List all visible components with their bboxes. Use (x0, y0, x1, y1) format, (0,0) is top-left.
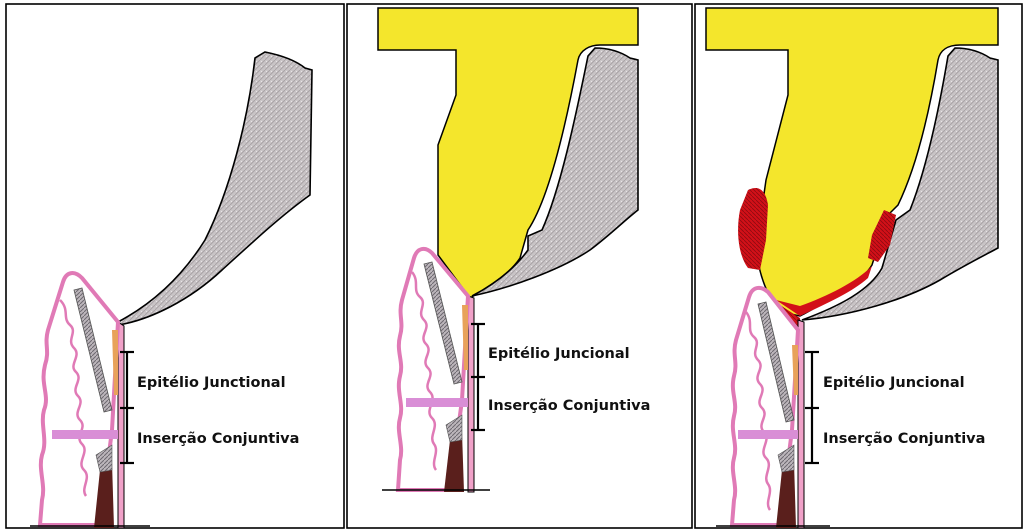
panel-1-label-junctional: Epitélio Junctional (137, 375, 286, 391)
panel-3-connective-band (738, 430, 798, 439)
panel-2-label-connective: Inserção Conjuntiva (488, 398, 650, 414)
panel-2-tooth-root (468, 296, 474, 492)
panel-2: Epitélio Juncional Inserção Conjuntiva (347, 4, 692, 528)
panel-3-label-connective: Inserção Conjuntiva (823, 431, 985, 447)
panel-3-label-junctional: Epitélio Juncional (823, 375, 965, 391)
panel-1: Epitélio Junctional Inserção Conjuntiva (6, 4, 344, 528)
panel-3-tooth-root (798, 320, 804, 528)
panel-2-label-junctional: Epitélio Juncional (488, 346, 630, 362)
panel-1-tooth-crown (118, 52, 312, 325)
panel-3: Epitélio Juncional Inserção Conjuntiva (695, 4, 1022, 528)
panel-3-bracket (805, 352, 819, 463)
panel-1-label-connective: Inserção Conjuntiva (137, 431, 299, 447)
panel-2-connective-band (406, 398, 468, 407)
panel-1-connective-band (52, 430, 118, 439)
